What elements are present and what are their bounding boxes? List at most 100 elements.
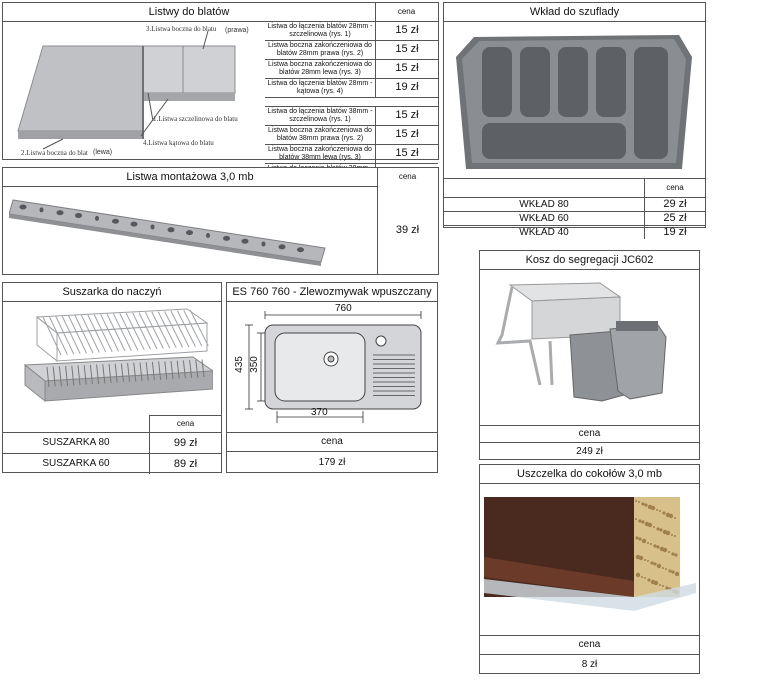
insert-name: WKŁAD 40 — [519, 227, 569, 238]
table-row: Listwa boczna zakończeniowa do blatów 28… — [265, 59, 438, 78]
strip-28mm-price: 19 zł — [375, 79, 438, 97]
chipboard-speck — [662, 547, 668, 553]
strip-38mm-price: 15 zł — [375, 145, 438, 163]
plinth-seal-illustration — [484, 497, 696, 611]
rack-wire — [189, 360, 193, 378]
rack-wire — [119, 313, 139, 351]
chipboard-speck — [638, 501, 640, 503]
rack-wire — [102, 364, 106, 384]
rack-wire — [96, 364, 100, 384]
label-strip-2-side: (lewa) — [93, 149, 113, 156]
chipboard-speck — [653, 562, 657, 566]
dish-rack-price: 89 zł — [149, 454, 221, 474]
rack-wire — [151, 361, 155, 381]
rack-wire — [52, 366, 56, 387]
kosz-price-header: cena — [480, 425, 699, 442]
chipboard-speck — [656, 527, 660, 531]
countertop-illustration — [17, 30, 236, 150]
table-row: Listwa do łączenia blatów 28mm - kątowa … — [265, 78, 438, 97]
strip-38mm-description: Listwa do łączenia blatów 38mm - szczeli… — [267, 108, 373, 123]
mounting-rail-image — [8, 192, 329, 277]
rack-wire — [189, 309, 209, 347]
rail-hole — [297, 247, 304, 253]
insert-name: WKŁAD 80 — [519, 199, 569, 210]
zlew-section: ES 760 760 - Zlewozmywak wpuszczany 760 … — [226, 282, 438, 473]
dish-rack-image — [17, 305, 215, 418]
rail-hole — [261, 241, 266, 247]
rack-wire — [58, 366, 62, 387]
rack-wire — [145, 362, 149, 381]
rail-hole — [167, 227, 175, 233]
chipboard-speck — [638, 537, 642, 541]
kosz-section: Kosz do segregacji JC602 cena 249 zł — [479, 250, 700, 460]
wklad-title: Wkład do szuflady — [444, 3, 705, 22]
rack-wire — [93, 314, 113, 353]
drawer-insert-image — [454, 27, 694, 180]
insert-name: WKŁAD 60 — [519, 213, 569, 224]
table-row: Listwa boczna zakończeniowa do blatów 38… — [265, 144, 438, 163]
strip-28mm-price: 15 zł — [375, 41, 438, 59]
rack-wire — [183, 310, 203, 347]
rack-wire — [170, 360, 174, 380]
chipboard-speck — [671, 570, 675, 574]
uszczelka-section: Uszczelka do cokołów 3,0 mb cena 8 zł — [479, 464, 700, 674]
listwy-table: Listwa do łączenia blatów 28mm - szczeli… — [265, 21, 438, 182]
chipboard-speck — [668, 569, 672, 573]
insert-price: 19 zł — [644, 226, 705, 239]
chipboard-speck — [659, 528, 663, 532]
chipboard-speck — [653, 580, 659, 586]
strip-38mm-description: Listwa boczna zakończeniowa do blatów 38… — [268, 146, 372, 161]
sink-drawing: 760 435 350 370 — [234, 303, 431, 436]
chipboard-speck — [641, 502, 645, 506]
sink-dim-bowl-width: 370 — [311, 407, 328, 418]
rail-hole — [112, 218, 119, 224]
sink-dim-bowl-height: 350 — [248, 356, 260, 373]
chipboard-speck — [665, 586, 669, 590]
table-row: Listwa boczna zakończeniowa do blatów 28… — [265, 40, 438, 59]
rack-wire — [120, 363, 124, 383]
chipboard-speck — [662, 567, 664, 569]
rack-wire — [151, 311, 171, 349]
label-strip-3: 3.Listwa boczna do blatu — [146, 25, 217, 33]
rack-wire — [46, 366, 50, 388]
rack-wire — [176, 360, 180, 379]
chipboard-speck — [650, 505, 656, 511]
strip-28mm-price: 15 zł — [375, 60, 438, 78]
waste-bin-image — [490, 275, 690, 428]
chipboard-speck — [650, 543, 652, 545]
chipboard-speck — [644, 559, 646, 561]
strip-38mm-description: Listwa boczna zakończeniowa do blatów 38… — [268, 127, 372, 142]
chipboard-speck — [647, 560, 649, 562]
chipboard-speck — [641, 576, 643, 578]
chipboard-speck — [665, 530, 671, 536]
chipboard-speck — [641, 538, 647, 544]
chipboard-speck — [653, 526, 655, 528]
rack-wire — [65, 366, 69, 386]
chipboard-speck — [635, 572, 641, 578]
strip-38mm-price: 15 zł — [375, 107, 438, 125]
rail-hole — [150, 224, 155, 230]
table-row: WKŁAD 80 29 zł — [444, 197, 705, 211]
waste-bin-illustration — [495, 282, 667, 402]
table-row: Listwa boczna zakończeniowa do blatów 38… — [265, 125, 438, 144]
insert-price: 29 zł — [644, 198, 705, 211]
table-row: Listwa do łączenia blatów 28mm - szczeli… — [265, 21, 438, 40]
rail-hole — [75, 213, 82, 219]
rack-wire — [108, 363, 112, 384]
mounting-rail-illustration — [8, 199, 326, 266]
kosz-title: Kosz do segregacji JC602 — [480, 251, 699, 270]
rack-wire — [112, 313, 132, 351]
chipboard-speck — [638, 519, 642, 523]
chipboard-speck — [674, 517, 676, 519]
rack-wire — [182, 360, 186, 379]
sink-dim-width: 760 — [335, 303, 352, 314]
uszczelka-price-header: cena — [480, 635, 699, 654]
rack-wire — [89, 364, 93, 385]
rail-hole — [56, 210, 64, 216]
rack-wire — [157, 311, 177, 349]
wklad-price-header: cena — [644, 179, 705, 197]
rack-wire — [71, 365, 75, 386]
